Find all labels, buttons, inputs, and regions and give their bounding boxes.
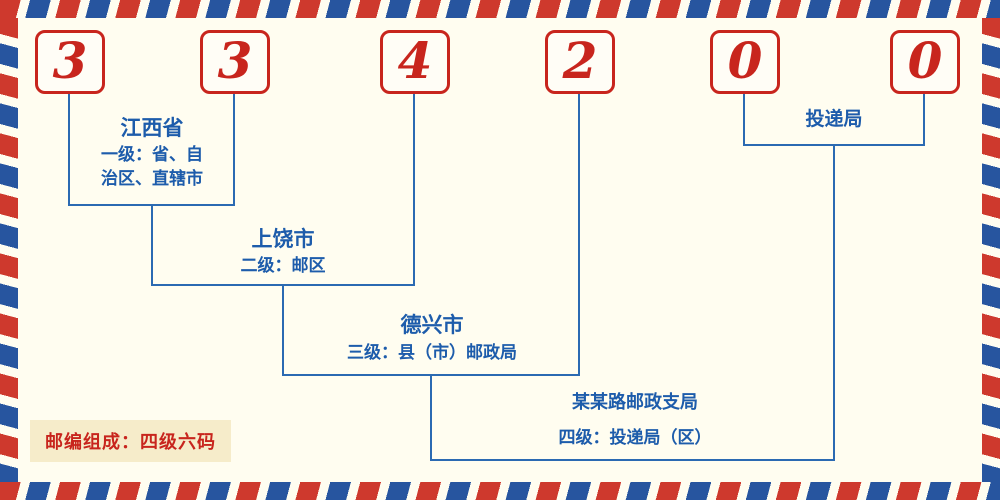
airmail-border-right [982, 18, 1000, 482]
level1-desc-line2: 治区、直辖市 [101, 169, 203, 189]
digit-box-3: 4 [380, 30, 450, 94]
level2-desc: 二级：邮区 [240, 256, 326, 276]
level4-name: 某某路邮政支局 [572, 392, 698, 413]
connector-line [282, 284, 284, 376]
level4-desc: 四级：投递局（区） [558, 428, 712, 448]
connector-line [430, 374, 432, 461]
level2-name: 上饶市 [251, 227, 315, 251]
connector-line [413, 94, 415, 286]
connector-line [151, 204, 153, 286]
connector-line [923, 94, 925, 146]
level3-desc: 三级：县（市）邮政局 [347, 343, 517, 363]
connector-line [833, 144, 835, 461]
airmail-border-top [0, 0, 1000, 18]
level1-desc-line1: 一级：省、自 [101, 145, 203, 165]
digit-box-1: 3 [35, 30, 105, 94]
digit-box-5: 0 [710, 30, 780, 94]
connector-line [68, 94, 70, 206]
airmail-border-left [0, 18, 18, 482]
airmail-border-bottom [0, 482, 1000, 500]
connector-line [430, 459, 835, 461]
level1-name: 江西省 [120, 116, 184, 140]
level3-name: 德兴市 [400, 313, 464, 337]
digit-box-4: 2 [545, 30, 615, 94]
digit-box-2: 3 [200, 30, 270, 94]
connector-line [743, 94, 745, 146]
delivery-bureau-label: 投递局 [805, 108, 863, 130]
digit-box-6: 0 [890, 30, 960, 94]
footer-note-badge: 邮编组成：四级六码 [30, 420, 231, 462]
connector-line [578, 94, 580, 376]
connector-line [233, 94, 235, 206]
